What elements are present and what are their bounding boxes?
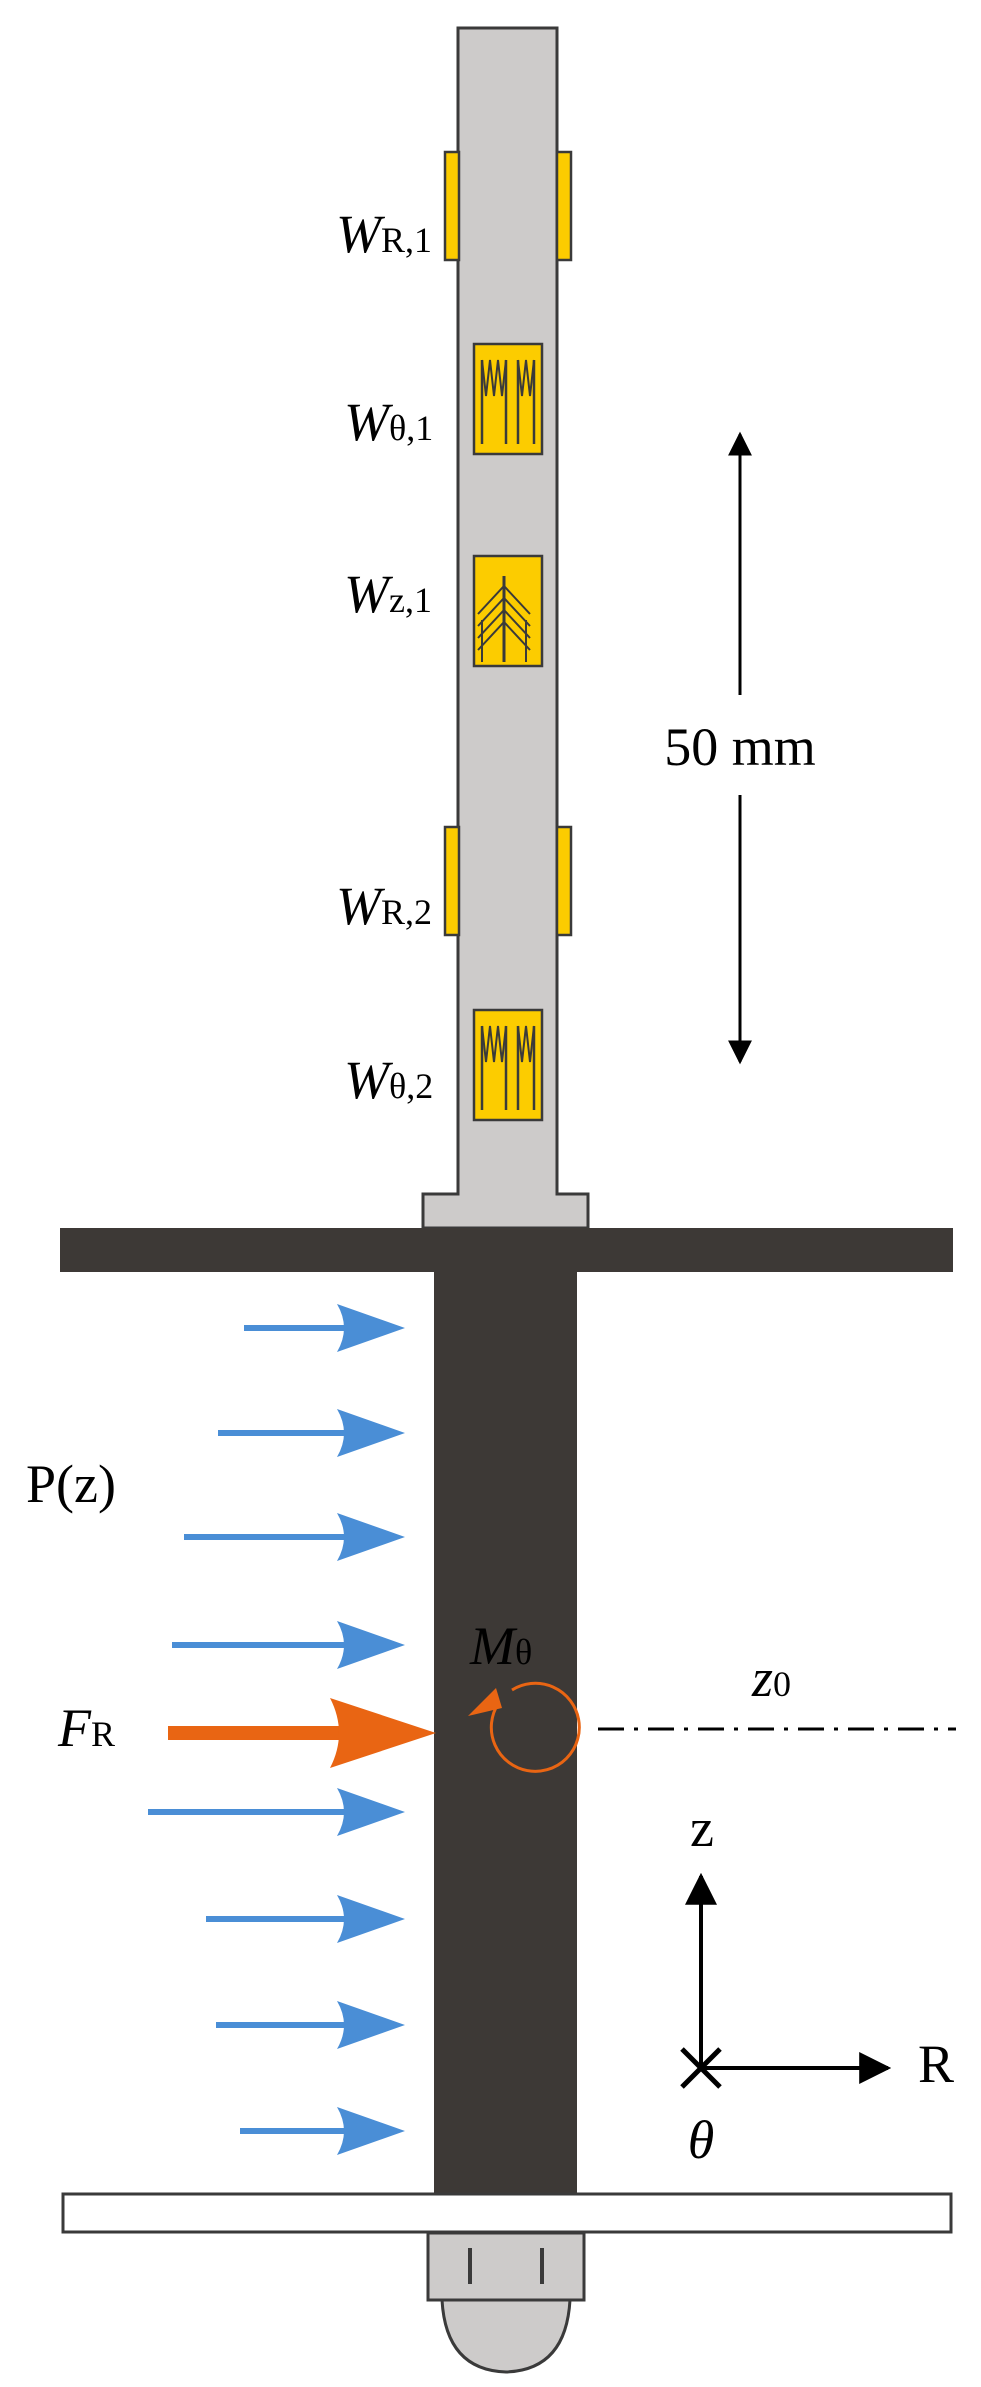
z0-label: z0 (751, 1648, 791, 1708)
gauge-r2-left (443, 825, 461, 937)
theta-axis-label: θ (688, 2110, 715, 2170)
pressure-arrows (148, 1304, 405, 2155)
gauge-r1-left (443, 150, 461, 262)
label-gauge-z1: Wz,1 (344, 564, 432, 624)
gauge-theta-2 (472, 1008, 544, 1122)
pressure-arrow-icon (148, 1788, 405, 1836)
label-gauge-theta1: Wθ,1 (344, 392, 433, 452)
label-gauge-r2: WR,2 (336, 876, 432, 936)
top-crossbar (60, 1228, 953, 1272)
moment-arrow-icon (468, 1681, 581, 1773)
dimension-label: 50 mm (664, 717, 816, 777)
pressure-arrow-icon (240, 2107, 405, 2155)
r-axis-label: R (918, 2034, 954, 2094)
pressure-arrow-icon (184, 1513, 405, 1561)
gauge-z-1 (472, 554, 544, 668)
base-column (434, 1270, 577, 2194)
gauge-r2-right (555, 825, 573, 937)
bottom-foot (426, 2231, 586, 2374)
pressure-label: P(z) (26, 1454, 116, 1514)
moment-label: Mθ (469, 1616, 532, 1676)
axis-cross-icon (680, 2047, 722, 2089)
label-gauge-r1: WR,1 (336, 204, 432, 264)
pressure-arrow-icon (172, 1621, 405, 1669)
force-arrow-icon (168, 1698, 436, 1768)
z-axis-label: z (690, 1798, 714, 1858)
pressure-arrow-icon (206, 1895, 405, 1943)
gauge-r1-right (555, 150, 573, 262)
bottom-plate (61, 2192, 953, 2234)
gauge-theta-1 (472, 342, 544, 456)
force-label: FR (57, 1698, 115, 1758)
pressure-arrow-icon (216, 2001, 405, 2049)
pressure-arrow-icon (244, 1304, 405, 1352)
pressure-arrow-icon (218, 1409, 405, 1457)
label-gauge-theta2: Wθ,2 (344, 1050, 433, 1110)
